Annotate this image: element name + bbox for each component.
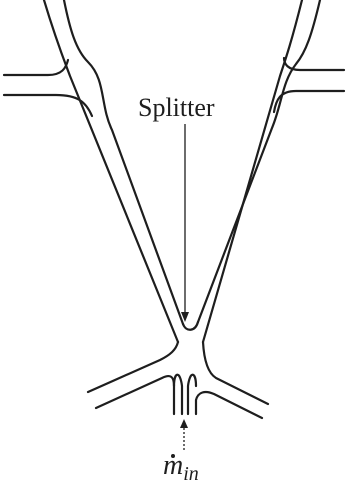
lower-left-channel-lower-wall bbox=[94, 375, 176, 416]
left-arm-outer-wall bbox=[42, 0, 180, 344]
mass-flow-symbol: m bbox=[163, 450, 184, 481]
splitter-label: Splitter bbox=[138, 93, 215, 122]
right-arm-outer-wall bbox=[201, 0, 304, 344]
right-branch-bottom-wall bbox=[272, 89, 346, 114]
left-branch-top-wall bbox=[2, 58, 70, 77]
splitter-pointer-arrowhead bbox=[181, 312, 189, 322]
splitter-apex bbox=[181, 320, 200, 331]
left-arm-inner-wall bbox=[62, 0, 185, 326]
mass-flow-subscript: in bbox=[183, 463, 199, 485]
lower-left-channel-upper-wall bbox=[86, 340, 180, 394]
inflow-arrowhead bbox=[180, 419, 188, 428]
mass-flow-inlet-label: min bbox=[163, 450, 199, 485]
right-arm-inner-wall bbox=[196, 0, 322, 324]
inlet-left-lip bbox=[172, 373, 184, 416]
lower-right-channel-upper-wall bbox=[201, 340, 270, 406]
inlet-right-lip bbox=[186, 373, 198, 416]
lower-right-channel-lower-wall bbox=[194, 390, 264, 420]
left-branch-bottom-wall bbox=[2, 93, 94, 118]
right-branch-top-wall bbox=[282, 56, 346, 72]
